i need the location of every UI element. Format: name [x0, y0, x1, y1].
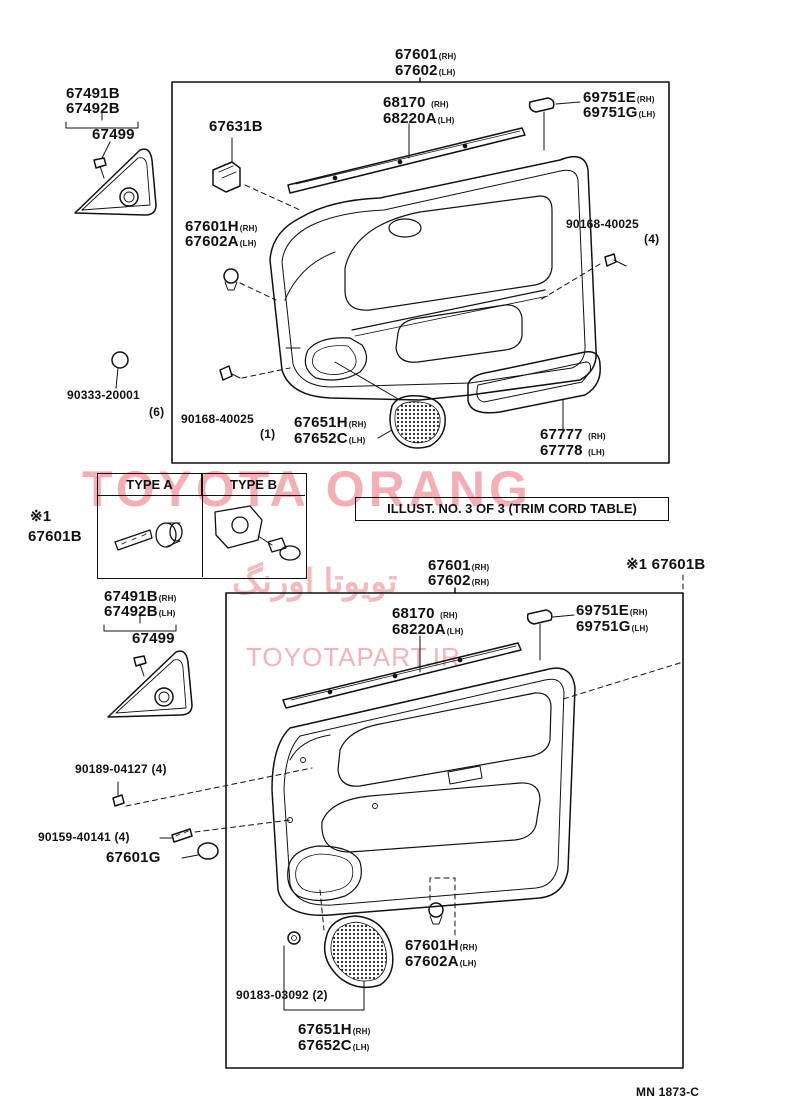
- top-weatherstrip-label-lh: 68220A(LH): [383, 110, 455, 127]
- bottom-tweeter-screw: [133, 655, 147, 667]
- bottom-tweeter-label-lh: 67492B(LH): [104, 603, 176, 620]
- top-tweeter-label-rh: 67491B: [66, 85, 120, 102]
- table-divider: [202, 474, 203, 577]
- top-speaker-cover-label-lh: 67652C(LH): [294, 430, 366, 447]
- bottom-tweeter-label-rh: 67491B(RH): [104, 588, 177, 605]
- top-screw-left-label: 90168-40025: [181, 412, 254, 426]
- bottom-weatherstrip-label-lh: 68220A(LH): [392, 621, 464, 638]
- bottom-screw-a: [112, 794, 125, 807]
- bottom-cap: [197, 842, 219, 860]
- button-qty: (6): [149, 405, 165, 419]
- bottom-speaker-cover-label-lh: 67652C(LH): [298, 1037, 370, 1054]
- type-b-header: TYPE B: [202, 474, 305, 496]
- bottom-clip-label-rh: 69751E(RH): [576, 602, 648, 619]
- top-button: [111, 351, 129, 369]
- bottom-screw-b: [171, 828, 193, 843]
- bottom-weatherstrip-label-rh: 68170 (RH): [392, 605, 458, 622]
- top-tweeter-screw: [93, 157, 107, 169]
- top-side-clip-label-lh: 67602A(LH): [185, 233, 257, 250]
- type-a-header: TYPE A: [98, 474, 202, 496]
- top-side-clip: [223, 268, 239, 284]
- top-trim-panel: [269, 155, 597, 401]
- top-tweeter-label-lh: 67492B: [66, 100, 120, 117]
- armrest-label-rh: 67777 (RH): [540, 426, 606, 443]
- top-screw-left-qty: (1): [260, 427, 276, 441]
- armrest-label-lh: 67778 (LH): [540, 442, 605, 459]
- top-armrest: [467, 351, 601, 414]
- top-panel-label-rh: 67601(RH): [395, 46, 457, 63]
- top-clip: [528, 97, 555, 113]
- top-tweeter-screw-label: 67499: [92, 126, 135, 143]
- bottom-screw-b-label: 90159-40141 (4): [38, 830, 130, 844]
- bottom-side-clip-label-rh: 67601H(RH): [405, 937, 478, 954]
- type-a-fastener: [114, 522, 183, 551]
- bottom-side-clip-label-lh: 67602A(LH): [405, 953, 477, 970]
- bottom-tweeter: [107, 650, 193, 718]
- catalog-code: MN 1873-C: [636, 1085, 700, 1099]
- bottom-side-clip: [428, 902, 444, 918]
- bottom-trim-panel: [271, 667, 576, 917]
- button-label: 90333-20001: [67, 388, 140, 402]
- bottom-ref-label: ※1 67601B: [626, 556, 706, 573]
- bottom-nut-label: 90183-03092 (2): [236, 988, 328, 1002]
- top-clip-label-rh: 69751E(RH): [583, 89, 655, 106]
- top-screw-left: [219, 365, 233, 381]
- top-side-clip-label-rh: 67601H(RH): [185, 218, 258, 235]
- illust-note: ILLUST. NO. 3 OF 3 (TRIM CORD TABLE): [355, 497, 669, 521]
- top-weatherstrip-label-rh: 68170 (RH): [383, 94, 449, 111]
- bottom-weatherstrip: [282, 642, 522, 709]
- type-b-fastener: [214, 505, 301, 561]
- bottom-clip-label-lh: 69751G(LH): [576, 618, 649, 635]
- bottom-speaker-cover-label-rh: 67651H(RH): [298, 1021, 371, 1038]
- bottom-tweeter-screw-label: 67499: [132, 630, 175, 647]
- watermark-arabic: تویوتا اورنگ: [232, 563, 398, 601]
- switch-base: [212, 161, 241, 193]
- top-panel-label-lh: 67602(LH): [395, 62, 456, 79]
- top-speaker-cover-label-rh: 67651H(RH): [294, 414, 367, 431]
- ref-mark: ※1: [30, 508, 52, 525]
- switch-base-label: 67631B: [209, 118, 263, 135]
- bottom-screw-a-label: 90189-04127 (4): [75, 762, 167, 776]
- top-clip-label-lh: 69751G(LH): [583, 104, 656, 121]
- top-screw-right-label: 90168-40025: [566, 217, 639, 231]
- top-screw-right: [604, 253, 617, 267]
- bottom-clip: [526, 609, 553, 625]
- bottom-panel-label-lh: 67602(RH): [428, 572, 490, 589]
- fastener-type-table: TYPE A TYPE B: [97, 473, 307, 579]
- bottom-panel-label-rh: 67601(RH): [428, 557, 490, 574]
- top-weatherstrip: [287, 127, 526, 194]
- bottom-cap-label: 67601G: [106, 849, 161, 866]
- watermark-brand: TOYOTA ORANG: [82, 461, 532, 517]
- ref-part: 67601B: [28, 528, 82, 545]
- top-speaker-cover: [389, 394, 446, 449]
- top-tweeter: [74, 148, 157, 216]
- top-screw-right-qty: (4): [644, 232, 660, 246]
- bottom-nut: [287, 931, 301, 945]
- bottom-speaker-cover: [323, 915, 394, 989]
- watermark-site: TOYOTAPART.IR: [246, 642, 461, 672]
